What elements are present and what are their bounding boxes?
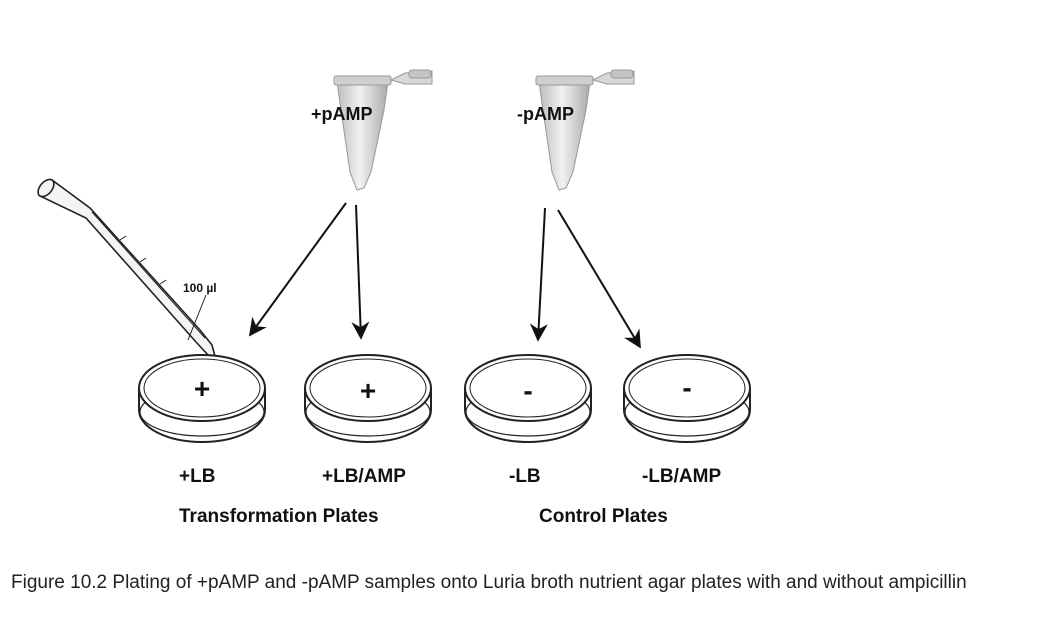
arrow-minus-to-lb-amp (557, 209, 641, 349)
plate-symbol-minus-lb: - (523, 375, 532, 406)
tube-plus-pamp-icon (333, 69, 433, 191)
plate-symbol-plus-lb: + (194, 373, 210, 404)
petri-dish-plus-lb (138, 354, 266, 443)
plate-label-minus-lb: -LB (509, 466, 541, 487)
plate-symbol-plus-lb-amp: + (360, 375, 376, 406)
plate-label-plus-lb-amp: +LB/AMP (322, 466, 406, 487)
petri-dish-minus-lb (464, 354, 592, 443)
petri-dish-plus-lb-amp (304, 354, 432, 443)
plate-symbol-minus-lb-amp: - (682, 372, 691, 403)
group-label-control: Control Plates (539, 506, 668, 527)
tube-label-minus-pamp: -pAMP (517, 104, 574, 124)
tube-label-plus-pamp: +pAMP (311, 104, 373, 124)
plate-label-minus-lb-amp: -LB/AMP (642, 466, 722, 487)
tube-minus-pamp-icon (535, 69, 635, 191)
pipette-icon (37, 178, 224, 384)
arrow-plus-to-lb-amp (351, 204, 370, 340)
plate-label-plus-lb: +LB (179, 466, 216, 487)
figure-caption: Figure 10.2 Plating of +pAMP and -pAMP s… (11, 572, 967, 593)
petri-dish-minus-lb-amp (623, 354, 751, 443)
arrow-plus-to-lb (248, 202, 347, 337)
arrow-minus-to-lb (529, 207, 548, 342)
volume-leader-line (187, 294, 207, 341)
group-label-transformation: Transformation Plates (179, 506, 379, 527)
pipette-volume-label: 100 µl (183, 281, 217, 295)
